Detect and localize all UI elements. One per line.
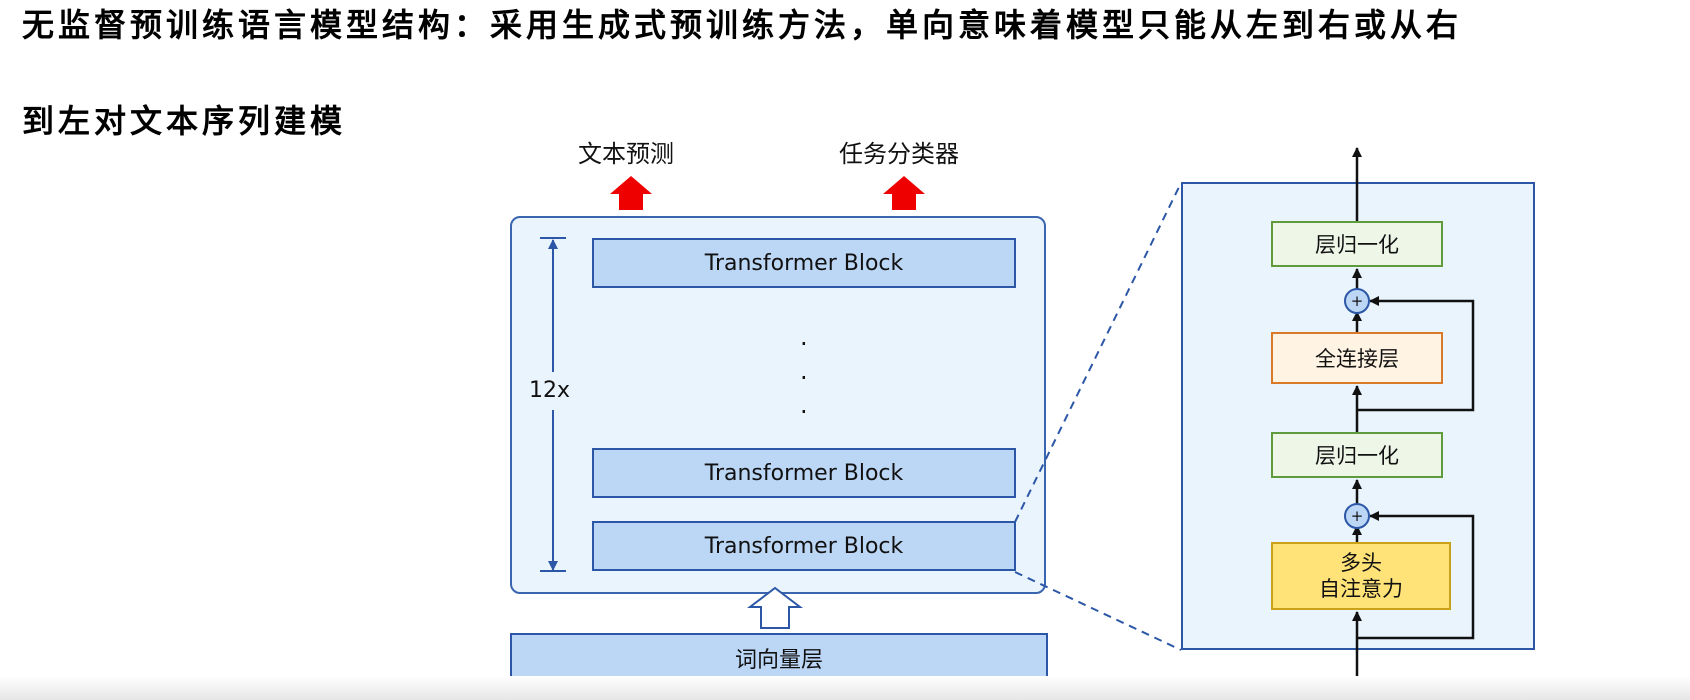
transformer-block-top: Transformer Block (592, 238, 1016, 288)
ellipsis-dot-1: . (800, 323, 808, 351)
word-embedding-layer: 词向量层 (510, 633, 1048, 683)
add-node-bottom-icon: + (1344, 503, 1370, 529)
heading-line-1: 无监督预训练语言模型结构：采用生成式预训练方法，单向意味着模型只能从左到右或从右 (22, 6, 1463, 44)
output-label-text-prediction: 文本预测 (578, 140, 674, 168)
output-arrow-left-icon (610, 176, 652, 210)
attention-label-line-1: 多头 (1340, 551, 1382, 575)
output-arrow-right-icon (883, 176, 925, 210)
bottom-shade (0, 676, 1690, 700)
add-node-top-icon: + (1344, 288, 1370, 314)
attention-label-line-2: 自注意力 (1319, 577, 1403, 601)
multi-head-self-attention: 多头 自注意力 (1271, 542, 1451, 610)
layer-norm-bottom: 层归一化 (1271, 432, 1443, 478)
ellipsis-dot-2: . (800, 357, 808, 385)
layer-norm-top: 层归一化 (1271, 221, 1443, 267)
ellipsis-dot-3: . (800, 391, 808, 419)
zoom-line-bottom (1014, 571, 1182, 651)
transformer-block-bottom: Transformer Block (592, 521, 1016, 571)
repeat-count-label: 12x (529, 378, 571, 403)
svg-text:+: + (1351, 507, 1364, 525)
transformer-block-middle: Transformer Block (592, 448, 1016, 498)
layer-norm-bottom-label: 层归一化 (1315, 444, 1399, 468)
zoom-line-top (1014, 182, 1182, 523)
heading-line-2: 到左对文本序列建模 (22, 102, 347, 140)
output-label-task-classifier: 任务分类器 (839, 140, 959, 168)
feed-forward-layer: 全连接层 (1271, 332, 1443, 384)
input-arrow-icon (747, 586, 803, 629)
svg-text:+: + (1351, 292, 1364, 310)
